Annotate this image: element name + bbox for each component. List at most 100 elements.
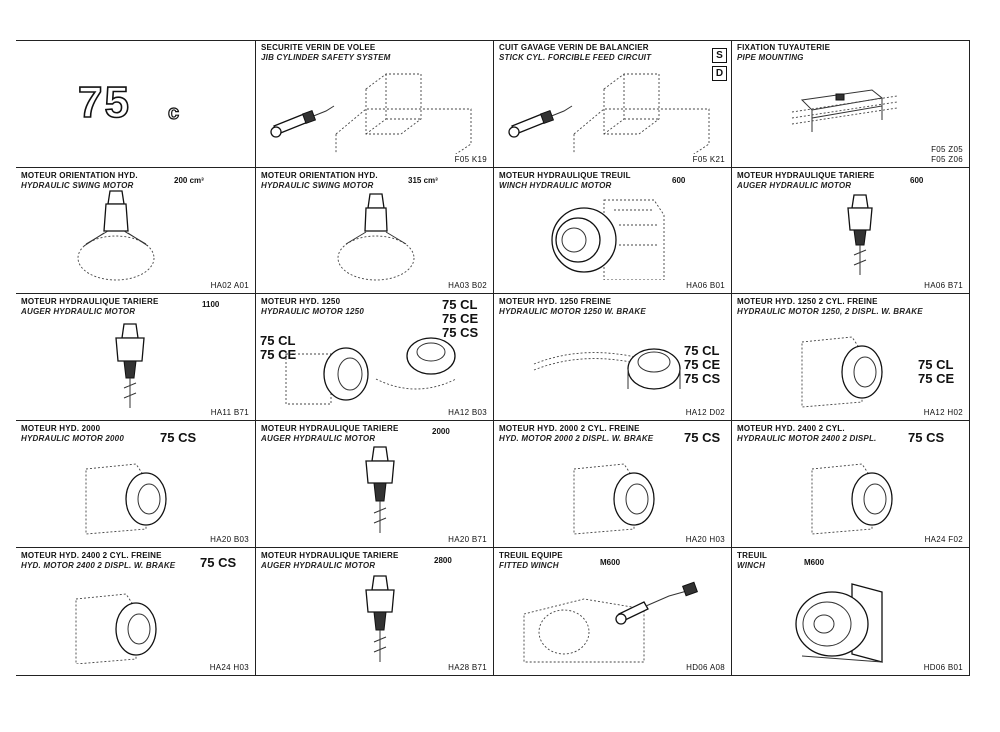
motor-2displ-illustration (811, 463, 893, 535)
part-cell-auger-motor-1100[interactable]: MOTEUR HYDRAULIQUE TARIERE AUGER HYDRAUL… (16, 294, 255, 420)
variant-badge-s: S (712, 48, 727, 63)
model-suffix: c (167, 101, 180, 124)
grid-line (255, 40, 256, 676)
variant-label: 75 CL (260, 333, 296, 348)
part-code: HA24 F02 (924, 535, 963, 544)
part-title-fr: MOTEUR HYDRAULIQUE TARIERE (261, 424, 399, 433)
hydraulic-motor-illustration (285, 337, 457, 405)
variant-label: 75 CL (918, 357, 954, 372)
part-title-fr: MOTEUR HYD. 2000 2 CYL. FREINE (499, 424, 640, 433)
part-title-fr: MOTEUR HYDRAULIQUE TARIERE (737, 171, 875, 180)
part-title-en: STICK CYL. FORCIBLE FEED CIRCUIT (499, 53, 652, 62)
model-number: 75 (77, 77, 131, 128)
part-cell-hydraulic-motor-2000[interactable]: MOTEUR HYD. 2000 HYDRAULIC MOTOR 2000 75… (16, 421, 255, 547)
part-code: F05 K19 (454, 155, 487, 164)
part-code: HA03 B02 (448, 281, 487, 290)
variant-label: 75 CE (442, 311, 479, 326)
part-title-en: HYDRAULIC MOTOR 1250 W. BRAKE (499, 307, 646, 316)
part-cell-jib-cylinder-safety[interactable]: SECURITE VERIN DE VOLEE JIB CYLINDER SAF… (256, 40, 493, 167)
part-title-en: HYDRAULIC MOTOR 1250, 2 DISPL. W. BRAKE (737, 307, 923, 316)
part-cell-fitted-winch[interactable]: TREUIL EQUIPE FITTED WINCH M600 HD06 A08 (494, 548, 731, 675)
part-title-fr: MOTEUR HYD. 1250 (261, 297, 341, 306)
part-cell-auger-motor-600[interactable]: MOTEUR HYDRAULIQUE TARIERE AUGER HYDRAUL… (732, 168, 969, 293)
part-cell-motor-2400-2displ-brake[interactable]: MOTEUR HYD. 2400 2 CYL. FREINE HYD. MOTO… (16, 548, 255, 675)
part-title-en: PIPE MOUNTING (737, 53, 804, 62)
winch-illustration (795, 583, 883, 663)
part-code: HD06 B01 (923, 663, 963, 672)
stick-cylinder-illustration (508, 73, 710, 154)
motor-2displ-illustration (75, 593, 157, 664)
part-cell-hydraulic-motor-1250[interactable]: MOTEUR HYD. 1250 HYDRAULIC MOTOR 1250 75… (256, 294, 493, 420)
variant-list: 75 CS (160, 431, 196, 445)
part-title-en: HYD. MOTOR 2400 2 DISPL. W. BRAKE (21, 561, 176, 570)
part-cell-winch[interactable]: TREUIL WINCH M600 HD06 B01 (732, 548, 969, 675)
part-code: F05 K21 (692, 155, 725, 164)
variant-list: 75 CS (684, 431, 720, 445)
part-code: F05 Z05 (931, 145, 963, 154)
part-cell-swing-motor-200[interactable]: MOTEUR ORIENTATION HYD. HYDRAULIC SWING … (16, 168, 255, 293)
part-title-fr: SECURITE VERIN DE VOLEE (261, 43, 376, 52)
variant-label: 75 CS (160, 430, 197, 445)
part-code: HA20 H03 (685, 535, 725, 544)
displacement-spec: 600 (910, 176, 924, 185)
part-title-en: HYDRAULIC MOTOR 2400 2 DISPL. (737, 434, 877, 443)
part-code: HA02 A01 (210, 281, 249, 290)
part-code: HA24 H03 (209, 663, 249, 672)
auger-motor-illustration (847, 194, 873, 275)
part-title-en: HYDRAULIC MOTOR 2000 (21, 434, 124, 443)
part-title-en: AUGER HYDRAULIC MOTOR (737, 181, 852, 190)
part-title-fr: MOTEUR HYDRAULIQUE TARIERE (21, 297, 159, 306)
displacement-spec: 315 cm³ (408, 176, 438, 185)
variant-list: 75 CL 75 CE 75 CS (442, 298, 478, 340)
part-cell-motor-2000-2displ-brake[interactable]: MOTEUR HYD. 2000 2 CYL. FREINE HYD. MOTO… (494, 421, 731, 547)
variant-label: 75 CS (908, 430, 945, 445)
part-cell-hydraulic-motor-1250-brake[interactable]: MOTEUR HYD. 1250 FREINE HYDRAULIC MOTOR … (494, 294, 731, 420)
part-cell-auger-motor-2000[interactable]: MOTEUR HYDRAULIQUE TARIERE AUGER HYDRAUL… (256, 421, 493, 547)
variant-label: 75 CS (200, 555, 237, 570)
part-title-en: WINCH (737, 561, 766, 570)
part-title-fr: MOTEUR HYD. 2400 2 CYL. (737, 424, 845, 433)
part-cell-motor-2400-2displ[interactable]: MOTEUR HYD. 2400 2 CYL. HYDRAULIC MOTOR … (732, 421, 969, 547)
part-cell-swing-motor-315[interactable]: MOTEUR ORIENTATION HYD. HYDRAULIC SWING … (256, 168, 493, 293)
part-title-en: WINCH HYDRAULIC MOTOR (499, 181, 612, 190)
variant-list: 75 CL 75 CE (918, 358, 954, 386)
part-code: HA12 B03 (448, 408, 487, 417)
part-cell-stick-cylinder-feed[interactable]: CUIT GAVAGE VERIN DE BALANCIER STICK CYL… (494, 40, 731, 167)
variant-badge-d: D (712, 66, 727, 81)
variant-list: 75 CS (908, 431, 944, 445)
part-code: HA20 B71 (448, 535, 487, 544)
variant-label: 75 CE (260, 347, 297, 362)
grid-line (493, 40, 494, 676)
swing-motor-illustration (77, 190, 155, 281)
part-title-fr: MOTEUR HYD. 1250 FREINE (499, 297, 612, 306)
part-title-en: HYDRAULIC SWING MOTOR (21, 181, 134, 190)
part-title-fr: TREUIL (737, 551, 768, 560)
displacement-spec: 2000 (432, 427, 450, 436)
part-title-fr: MOTEUR ORIENTATION HYD. (261, 171, 378, 180)
variant-label: 75 CL (442, 297, 478, 312)
variant-label: 75 CS (684, 371, 721, 386)
catalog-grid: 75 c SECURITE VERIN DE VOLEE JIB CYLINDE… (16, 40, 970, 676)
part-cell-auger-motor-2800[interactable]: MOTEUR HYDRAULIQUE TARIERE AUGER HYDRAUL… (256, 548, 493, 675)
grid-line (969, 40, 970, 676)
displacement-spec: 200 cm³ (174, 176, 204, 185)
part-title-en: AUGER HYDRAULIC MOTOR (261, 561, 376, 570)
auger-motor-illustration (115, 323, 145, 408)
part-title-fr: TREUIL EQUIPE (499, 551, 563, 560)
variant-list: 75 CS (200, 556, 236, 570)
displacement-spec: 600 (672, 176, 686, 185)
part-cell-winch-hydraulic-motor[interactable]: MOTEUR HYDRAULIQUE TREUIL WINCH HYDRAULI… (494, 168, 731, 293)
part-cell-pipe-mounting[interactable]: FIXATION TUYAUTERIE PIPE MOUNTING F05 Z0… (732, 40, 969, 167)
part-title-fr: MOTEUR HYDRAULIQUE TARIERE (261, 551, 399, 560)
brake-motor-illustration (533, 348, 681, 390)
part-title-en: HYDRAULIC SWING MOTOR (261, 181, 374, 190)
variant-label: 75 CS (684, 430, 721, 445)
part-cell-hydraulic-motor-1250-2displ-brake[interactable]: MOTEUR HYD. 1250 2 CYL. FREINE HYDRAULIC… (732, 294, 969, 420)
part-title-en: HYD. MOTOR 2000 2 DISPL. W. BRAKE (499, 434, 654, 443)
pipe-mounting-illustration (791, 89, 898, 132)
part-title-fr: MOTEUR HYD. 2000 (21, 424, 101, 433)
part-code: HA06 B01 (686, 281, 725, 290)
displacement-spec: 2800 (434, 556, 452, 565)
part-code: HA12 D02 (685, 408, 725, 417)
part-code: F05 Z06 (931, 155, 963, 164)
